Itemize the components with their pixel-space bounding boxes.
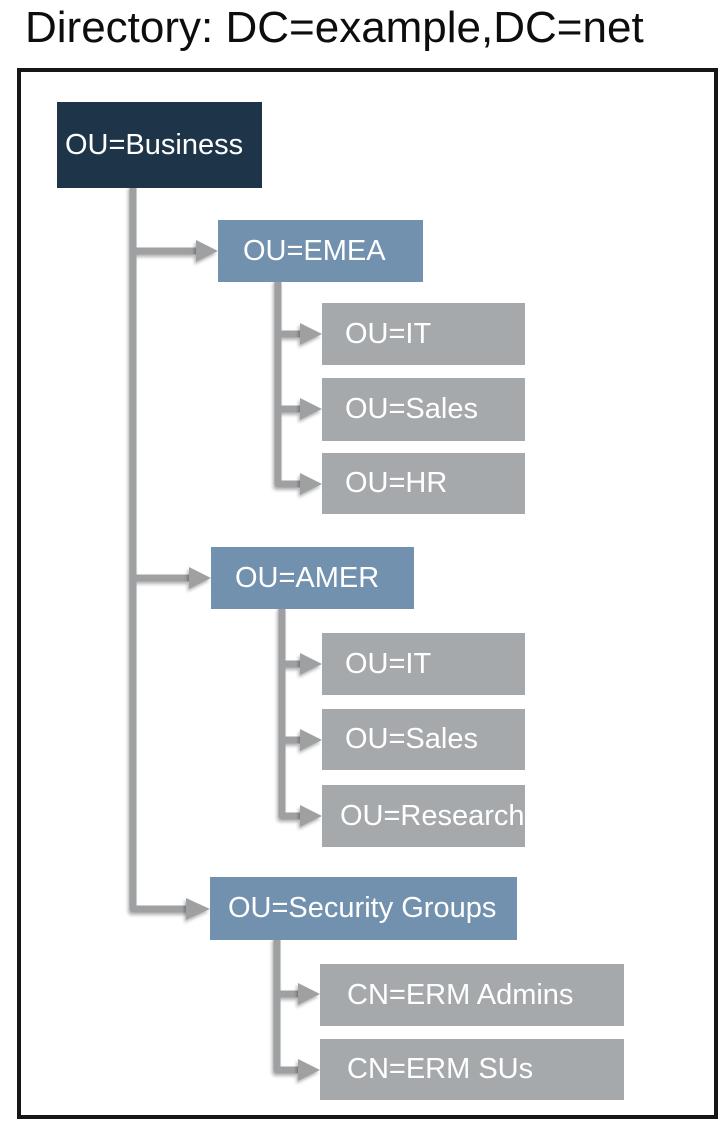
node-label: OU=Sales <box>345 723 478 755</box>
node-label: OU=IT <box>345 317 432 350</box>
node-label: OU=Business <box>65 128 244 161</box>
node-ou-emea: OU=EMEA <box>218 220 423 282</box>
node-cn-erm-admins: CN=ERM Admins <box>320 964 624 1026</box>
node-label: OU=IT <box>345 647 432 680</box>
node-label: OU=Sales <box>345 393 478 425</box>
node-ou-amer: OU=AMER <box>211 547 414 609</box>
node-ou-security-groups: OU=Security Groups <box>210 877 517 940</box>
diagram-title: Directory: DC=example,DC=net <box>25 3 644 52</box>
node-label: OU=EMEA <box>243 234 386 267</box>
node-cn-erm-sus: CN=ERM SUs <box>320 1039 624 1100</box>
node-label: OU=Security Groups <box>228 892 497 924</box>
node-emea-ou-it: OU=IT <box>322 303 525 365</box>
node-label: CN=ERM Admins <box>347 978 574 1011</box>
node-label: OU=HR <box>345 467 448 499</box>
node-amer-ou-research: OU=Research <box>322 785 525 847</box>
node-emea-ou-sales: OU=Sales <box>322 378 525 441</box>
node-label: OU=AMER <box>235 561 380 594</box>
node-amer-ou-sales: OU=Sales <box>322 709 525 770</box>
node-amer-ou-it: OU=IT <box>322 633 525 695</box>
node-ou-business: OU=Business <box>57 102 262 188</box>
node-label: CN=ERM SUs <box>347 1053 534 1085</box>
node-label: OU=Research <box>340 799 525 832</box>
node-emea-ou-hr: OU=HR <box>322 453 525 514</box>
diagram-frame <box>17 68 718 1119</box>
